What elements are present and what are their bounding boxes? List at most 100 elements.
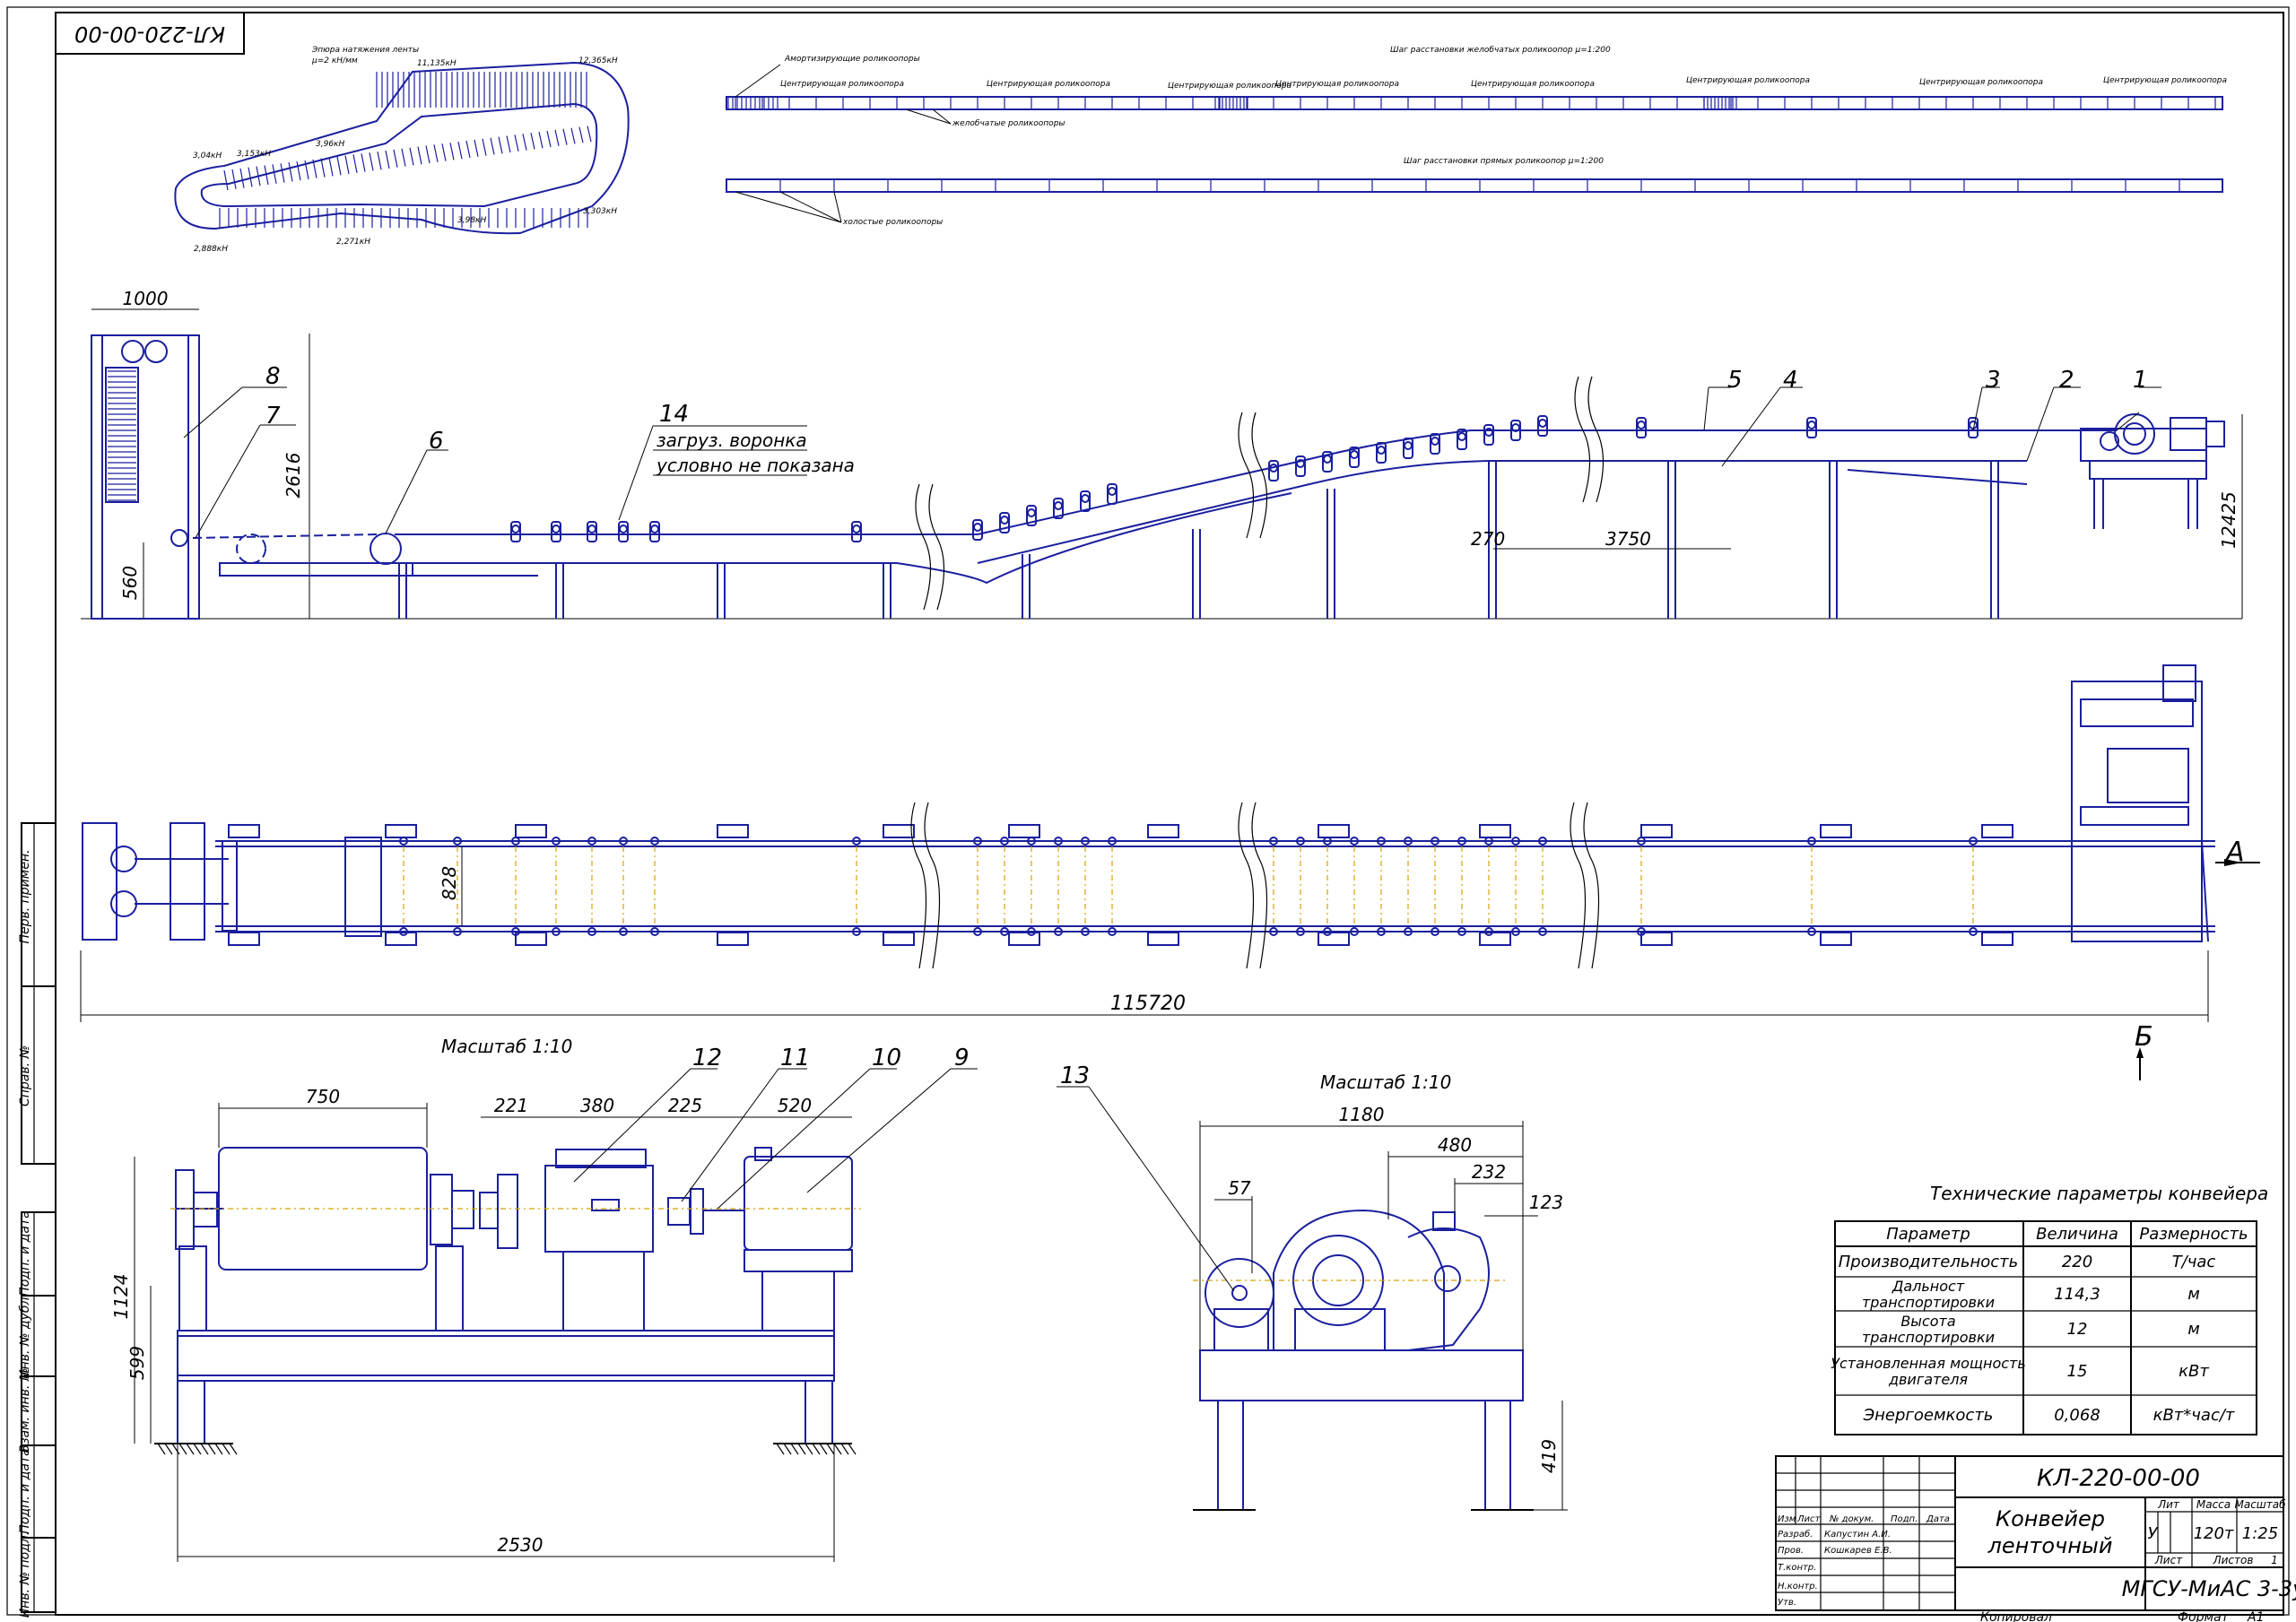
idler-top-label-7: Центрирующая роликоопора [1919, 78, 2043, 87]
tp-value-1: 114,3 [2054, 1285, 2100, 1304]
callout-10: 10 [872, 1045, 901, 1071]
tp-value-4: 0,068 [2054, 1406, 2100, 1425]
tp-unit-4: кВт*час/т [2153, 1406, 2235, 1425]
tension-label-1: 12,365кН [578, 56, 618, 65]
idler-top-bottom-label: желобчатые роликоопоры [952, 119, 1065, 128]
tb-col-list: Лист [1796, 1514, 1822, 1524]
dim-480: 480 [1438, 1134, 1472, 1156]
callout-14: 14 [659, 401, 689, 428]
tb-name-2: ленточный [1987, 1533, 2113, 1558]
idler-top-label-5: Центрирующая роликоопора [1471, 80, 1595, 89]
tension-label-3: 3,04кН [193, 152, 222, 160]
idler-top-title: Шаг расстановки желобчатых роликоопор µ=… [1390, 46, 1611, 55]
callout-3: 3 [1986, 367, 2001, 394]
dim-1000: 1000 [123, 288, 169, 309]
tb-sheet-h: Лист [2154, 1554, 2183, 1566]
tb-lit-h: Лит [2157, 1498, 2180, 1511]
idler-top-label-6: Центрирующая роликоопора [1686, 76, 1810, 85]
tb-code: КЛ-220-00-00 [2037, 1465, 2200, 1492]
tb-prov: Кошкарев Е.В. [1824, 1546, 1892, 1556]
tb-col-sign: Подп. [1891, 1514, 1918, 1524]
tp-value-2: 12 [2067, 1320, 2088, 1339]
tb-tkontr: Т.контр. [1778, 1563, 1816, 1573]
stamp-inv-podl: Инв. № подл. [18, 1531, 32, 1618]
tb-copied: Копировал [1980, 1610, 2052, 1622]
callout-9: 9 [954, 1045, 970, 1071]
dim-560: 560 [119, 566, 141, 600]
tp-header-param: Параметр [1886, 1225, 1970, 1244]
idler-top-label-1: Центрирующая роликоопора [780, 80, 904, 89]
tp-header-unit: Размерность [2139, 1225, 2248, 1244]
tb-utv: Утв. [1778, 1598, 1796, 1608]
dim-270: 270 [1471, 528, 1505, 550]
tb-scale-h: Масштаб [2234, 1498, 2286, 1511]
idler-top-label-4: Центрирующая роликоопора [1275, 80, 1399, 89]
section-b: Б [2135, 1021, 2153, 1053]
callout-1: 1 [2133, 367, 2148, 394]
tp-param-0: Производительность [1839, 1253, 2018, 1271]
tp-param-2-l1: Высота [1900, 1313, 1955, 1330]
stamp-podp1: Подп. и дата [18, 1210, 32, 1296]
callout-13: 13 [1060, 1063, 1090, 1089]
tension-label-4: 3,153кН [237, 150, 271, 159]
idler-bottom-label: холостые роликоопоры [842, 218, 943, 227]
callout-12: 12 [692, 1045, 722, 1071]
side-view: 1000 2616 560 [81, 288, 2243, 620]
idler-scheme-bottom: Шаг расстановки прямых роликоопор µ=1:20… [726, 157, 2223, 227]
dim-750: 750 [306, 1086, 340, 1107]
dim-12425: 12425 [2218, 491, 2239, 549]
tp-param-1-l1: Дальност [1892, 1278, 1965, 1295]
tp-unit-3: кВт [2179, 1362, 2209, 1381]
dim-520: 520 [778, 1095, 812, 1116]
tp-header-value: Величина [2036, 1225, 2118, 1244]
stamp-perv: Перв. примен. [18, 849, 32, 943]
section-scale: Масштаб 1:10 [1320, 1071, 1451, 1093]
tp-param-1-l2: транспортировки [1862, 1294, 1995, 1311]
title-block: КЛ-220-00-00 Конвейер ленточный Лит Масс… [1775, 1455, 2296, 1622]
tension-label-0: 11,135кН [417, 59, 457, 68]
tension-label-5: 2,888кН [194, 245, 228, 254]
dim-828: 828 [439, 866, 460, 900]
side-stamp: Перв. примен. Справ. № Подп. и дата Инв.… [18, 822, 57, 1618]
drawing-code-stamp: КЛ-220-00-00 [55, 12, 245, 55]
tb-nkontr: Н.контр. [1778, 1582, 1818, 1592]
tp-param-3-l2: двигателя [1888, 1371, 1968, 1388]
drawing-code-text: КЛ-220-00-00 [74, 22, 225, 47]
tb-prov-h: Пров. [1778, 1546, 1804, 1556]
tech-params-table: Технические параметры конвейера Параметр… [1831, 1183, 2268, 1436]
tp-param-3-l1: Установленная мощность [1831, 1355, 2026, 1372]
dim-57: 57 [1228, 1177, 1251, 1199]
tb-razrab-h: Разраб. [1778, 1529, 1813, 1540]
callout-7: 7 [265, 403, 281, 429]
tp-value-3: 15 [2067, 1362, 2088, 1381]
tp-unit-1: м [2187, 1285, 2200, 1304]
tb-razrab: Капустин А.И. [1824, 1530, 1891, 1540]
idler-top-label-8: Центрирующая роликоопора [2103, 76, 2227, 85]
tb-scale: 1:25 [2242, 1524, 2278, 1543]
callout-11: 11 [780, 1045, 810, 1071]
dim-1124: 1124 [110, 1274, 132, 1320]
idler-top-label-2: Центрирующая роликоопора [987, 80, 1110, 89]
dim-380: 380 [580, 1095, 614, 1116]
callout-6: 6 [429, 428, 444, 455]
callout-8: 8 [265, 363, 281, 390]
tb-mass-h: Масса [2196, 1498, 2231, 1511]
stamp-podp2: Подп. и дата [18, 1448, 32, 1533]
idler-top-label-0: Амортизирующие роликоопоры [784, 55, 920, 64]
tension-label-8: 3,303кН [583, 207, 617, 216]
tb-format-h: Формат [2178, 1610, 2230, 1622]
note-not-shown: условно не показана [656, 455, 855, 476]
tension-label-6: 2,271кН [336, 238, 370, 247]
tension-label-7: 3,98кН [457, 216, 486, 225]
idler-scheme-top: Шаг расстановки желобчатых роликоопор µ=… [726, 46, 2227, 128]
top-view: 828 115720 А Б [80, 664, 2260, 1080]
callout-2: 2 [2059, 367, 2074, 394]
drive-scale: Масштаб 1:10 [441, 1036, 572, 1057]
dim-123: 123 [1529, 1192, 1563, 1213]
tension-scale: µ=2 кН/мм [311, 56, 358, 65]
dim-1180: 1180 [1339, 1104, 1385, 1125]
callout-5: 5 [1727, 367, 1743, 394]
tb-org: МГСУ-МиАС 3-3у [2122, 1576, 2296, 1601]
tb-col-doc: № докум. [1829, 1514, 1874, 1524]
